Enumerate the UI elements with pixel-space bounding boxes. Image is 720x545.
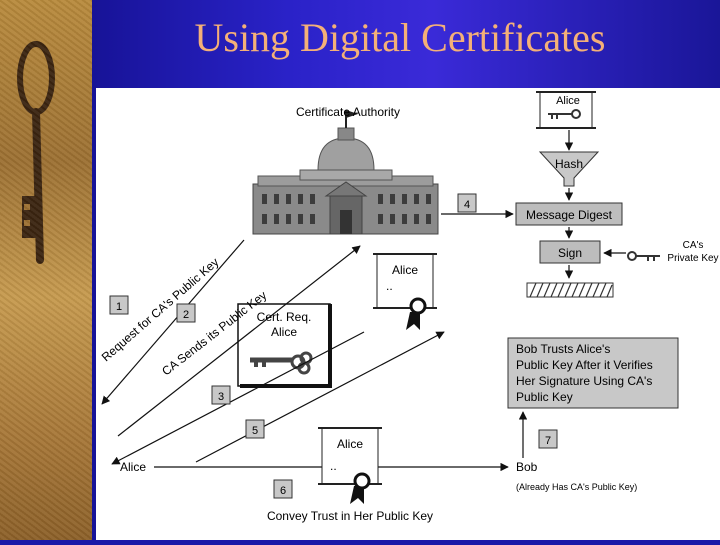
bottom-cert-label: Alice bbox=[337, 437, 363, 451]
alice-key-icon bbox=[548, 109, 581, 119]
ca-building-icon bbox=[252, 110, 439, 235]
bob-label: Bob bbox=[516, 460, 538, 474]
step-5-label: 5 bbox=[252, 425, 258, 437]
step-2-label: 2 bbox=[183, 309, 189, 321]
step-1-badge bbox=[109, 295, 129, 315]
alice-top-label: Alice bbox=[556, 95, 580, 107]
hash-funnel-icon bbox=[538, 151, 600, 187]
message-digest-box bbox=[515, 202, 623, 226]
arrow-cert-request bbox=[111, 331, 365, 465]
certificate-diagram: Certificate Authority Alice Hash Message… bbox=[96, 88, 720, 540]
bob-trusts-line4: Public Key bbox=[516, 390, 573, 404]
arrow-cert-return bbox=[195, 331, 445, 463]
sign-box bbox=[539, 240, 601, 264]
ca-private-key-line1: CA's bbox=[683, 240, 704, 251]
ca-private-key-line2: Private Key bbox=[667, 253, 718, 264]
step-3-label: 3 bbox=[218, 391, 224, 403]
antique-key-icon bbox=[17, 41, 55, 264]
ca-private-key-icon bbox=[627, 251, 660, 261]
diagram-canvas: Certificate Authority Alice Hash Message… bbox=[99, 91, 719, 523]
step-7-label: 7 bbox=[545, 435, 551, 447]
arrow-request-public-key bbox=[101, 239, 245, 405]
step-6-badge bbox=[273, 479, 293, 499]
sign-label: Sign bbox=[558, 246, 582, 260]
step-1-label: 1 bbox=[116, 301, 122, 313]
signature-hatch bbox=[526, 282, 614, 298]
alice-label: Alice bbox=[120, 460, 146, 474]
cert-key-icon bbox=[250, 351, 313, 375]
step-6-label: 6 bbox=[280, 485, 286, 497]
bob-trusts-line3: Her Signature Using CA's bbox=[516, 374, 652, 388]
step-5-badge bbox=[245, 419, 265, 439]
cert-req-line2: Alice bbox=[271, 325, 297, 339]
svg-text:..: .. bbox=[330, 459, 337, 473]
step-2-badge bbox=[176, 303, 196, 323]
cert-request-box bbox=[237, 303, 332, 388]
ca-label: Certificate Authority bbox=[296, 105, 400, 119]
seal-ribbon-icon bbox=[406, 297, 427, 330]
slide-title: Using Digital Certificates bbox=[194, 15, 606, 60]
bottom-seal-ribbon-icon bbox=[350, 472, 371, 504]
step-4-label: 4 bbox=[464, 199, 470, 211]
step-3-badge bbox=[211, 385, 231, 405]
bob-trusts-line1: Bob Trusts Alice's bbox=[516, 342, 610, 356]
alice-cert-label: Alice bbox=[392, 263, 418, 277]
svg-text:..: .. bbox=[386, 279, 393, 293]
bob-note: (Already Has CA's Public Key) bbox=[516, 482, 637, 492]
bottom-certificate-scroll: .. bbox=[318, 427, 382, 485]
bob-trusts-line2: Public Key After it Verifies bbox=[516, 358, 653, 372]
hash-label: Hash bbox=[555, 157, 583, 171]
bob-trusts-box bbox=[507, 337, 679, 409]
key-photo bbox=[0, 0, 92, 540]
message-digest-label: Message Digest bbox=[526, 208, 613, 222]
cert-req-line1: Cert. Req. bbox=[257, 310, 312, 324]
convey-trust-label: Convey Trust in Her Public Key bbox=[267, 509, 433, 523]
alice-certificate-scroll: .. bbox=[373, 253, 437, 309]
step-7-badge bbox=[538, 429, 558, 449]
arrow-sends-public-key bbox=[117, 245, 361, 437]
step-4-badge bbox=[457, 193, 477, 213]
